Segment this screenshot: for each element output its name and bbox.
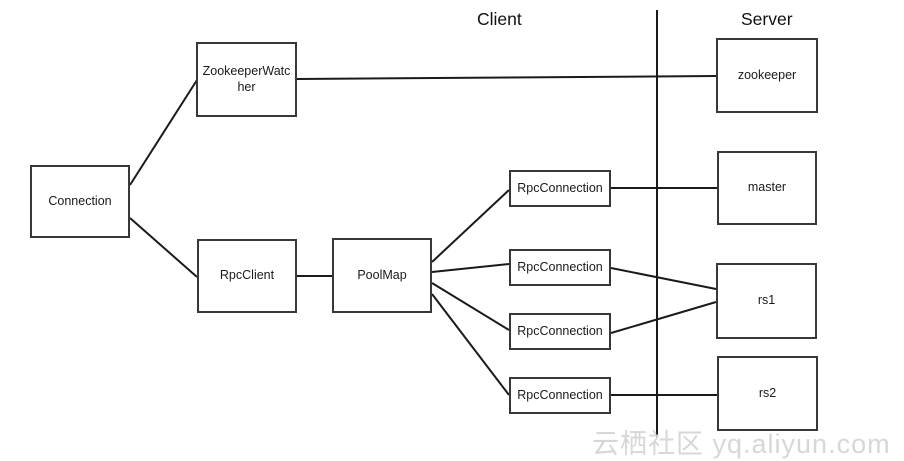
server-section-label: Server <box>741 9 793 29</box>
edge-rpcconnection3-rs1 <box>610 301 717 334</box>
edge-poolmap-rpcconnection-4 <box>431 293 510 396</box>
node-rs2: rs2 <box>717 356 818 431</box>
edge-poolmap-rpcconnection-3 <box>431 282 510 331</box>
node-rpc-connection-2: RpcConnection <box>509 249 611 286</box>
node-pool-map: PoolMap <box>332 238 432 313</box>
node-rpc-connection-1: RpcConnection <box>509 170 611 207</box>
node-rpc-client: RpcClient <box>197 239 297 313</box>
edge-rpcconnection2-rs1 <box>610 267 717 290</box>
node-rpc-connection-3: RpcConnection <box>509 313 611 350</box>
edge-zookeeperwatcher-zookeeper <box>296 75 717 80</box>
edge-connection-zookeeperwatcher <box>129 79 198 186</box>
node-zookeeper: zookeeper <box>716 38 818 113</box>
node-rpc-connection-4: RpcConnection <box>509 377 611 414</box>
node-rs1: rs1 <box>716 263 817 339</box>
edge-connection-rpcclient <box>129 217 198 278</box>
node-master: master <box>717 151 817 225</box>
edge-poolmap-rpcconnection-1 <box>431 189 510 263</box>
edge-poolmap-rpcconnection-2 <box>431 263 510 273</box>
node-zookeeper-watcher: ZookeeperWatcher <box>196 42 297 117</box>
client-section-label: Client <box>477 9 522 29</box>
node-connection: Connection <box>30 165 130 238</box>
watermark: 云栖社区 yq.aliyun.com <box>592 429 891 459</box>
